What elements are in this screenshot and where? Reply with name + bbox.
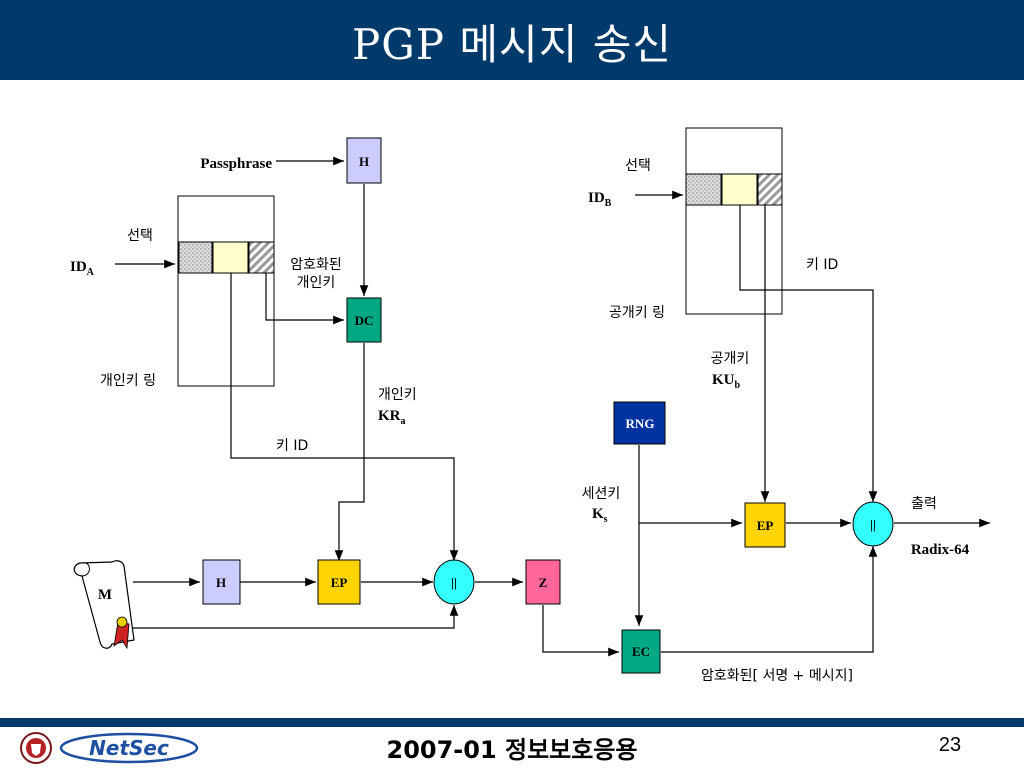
footer-bar: [0, 718, 1024, 727]
rng-box-label: RNG: [626, 416, 655, 431]
compress-box: [525, 559, 561, 605]
encrypted-private-key-label-2: 개인키: [297, 275, 336, 291]
public-key-ring: [685, 127, 783, 315]
public-key-ring-label: 공개키 링: [609, 305, 665, 321]
university-seal-logo: [20, 732, 52, 764]
message-label: M: [98, 587, 112, 603]
concat-node-2-label: ||: [870, 517, 876, 532]
hash-box-bottom-label: H: [216, 575, 226, 590]
hash-box-top: [346, 137, 382, 184]
key-slot-dotted-b: [685, 173, 722, 206]
private-key-label: 개인키: [378, 387, 417, 403]
footer-title: 2007-01 정보보호응용: [386, 736, 638, 764]
encrypted-private-key-label-1: 암호화된: [290, 257, 342, 273]
netsec-logo: NetSec: [59, 732, 199, 764]
id-a-label: IDA: [70, 259, 95, 278]
ks-label: Ks: [592, 506, 608, 525]
encrypt-key-box: [744, 502, 786, 548]
concat-node-1-label: ||: [451, 575, 457, 590]
compress-box-label: Z: [539, 575, 548, 590]
decrypt-box-label: DC: [355, 313, 374, 328]
key-slot-hatched-b: [757, 173, 783, 206]
encrypt-msg-box: [621, 629, 661, 674]
key-slot-plain: [212, 241, 249, 274]
message-scroll-icon: [73, 560, 135, 650]
key-slot-hatched: [248, 241, 275, 274]
key-id-b-label: 키 ID: [806, 257, 838, 273]
select-b-label: 선택: [625, 158, 651, 174]
radix-label: Radix-64: [911, 542, 970, 558]
decrypt-box: [346, 297, 382, 343]
key-slot-dotted: [178, 241, 213, 274]
key-id-a-label: 키 ID: [276, 438, 308, 454]
encrypt-msg-box-label: EC: [632, 644, 650, 659]
kr-a-label: KRa: [378, 408, 406, 427]
session-key-label: 세션키: [582, 486, 621, 502]
hash-box-bottom: [202, 559, 241, 605]
netsec-logo-text: NetSec: [89, 736, 169, 760]
sign-box: [317, 559, 361, 605]
select-a-label: 선택: [127, 228, 153, 244]
passphrase-label: Passphrase: [200, 156, 272, 172]
public-key-label: 공개키: [711, 351, 750, 367]
slide-title: PGP 메시지 송신: [352, 20, 672, 69]
id-b-label: IDB: [588, 190, 612, 209]
private-key-ring: [177, 195, 275, 387]
concat-node-2: [852, 501, 894, 547]
concat-node-1: [433, 559, 475, 605]
encrypted-signature-message-label: 암호화된[ 서명 + 메시지]: [701, 668, 853, 684]
page-number: 23: [938, 734, 962, 756]
rng-box: [613, 401, 666, 445]
hash-box-top-label: H: [359, 154, 369, 169]
output-label: 출력: [911, 496, 937, 512]
sign-box-label: EP: [331, 575, 348, 590]
encrypt-key-box-label: EP: [757, 518, 774, 533]
key-slot-plain-b: [721, 173, 758, 206]
title-bar: [0, 0, 1024, 80]
ku-b-label: KUb: [712, 372, 741, 391]
private-key-ring-label: 개인키 링: [100, 373, 156, 389]
